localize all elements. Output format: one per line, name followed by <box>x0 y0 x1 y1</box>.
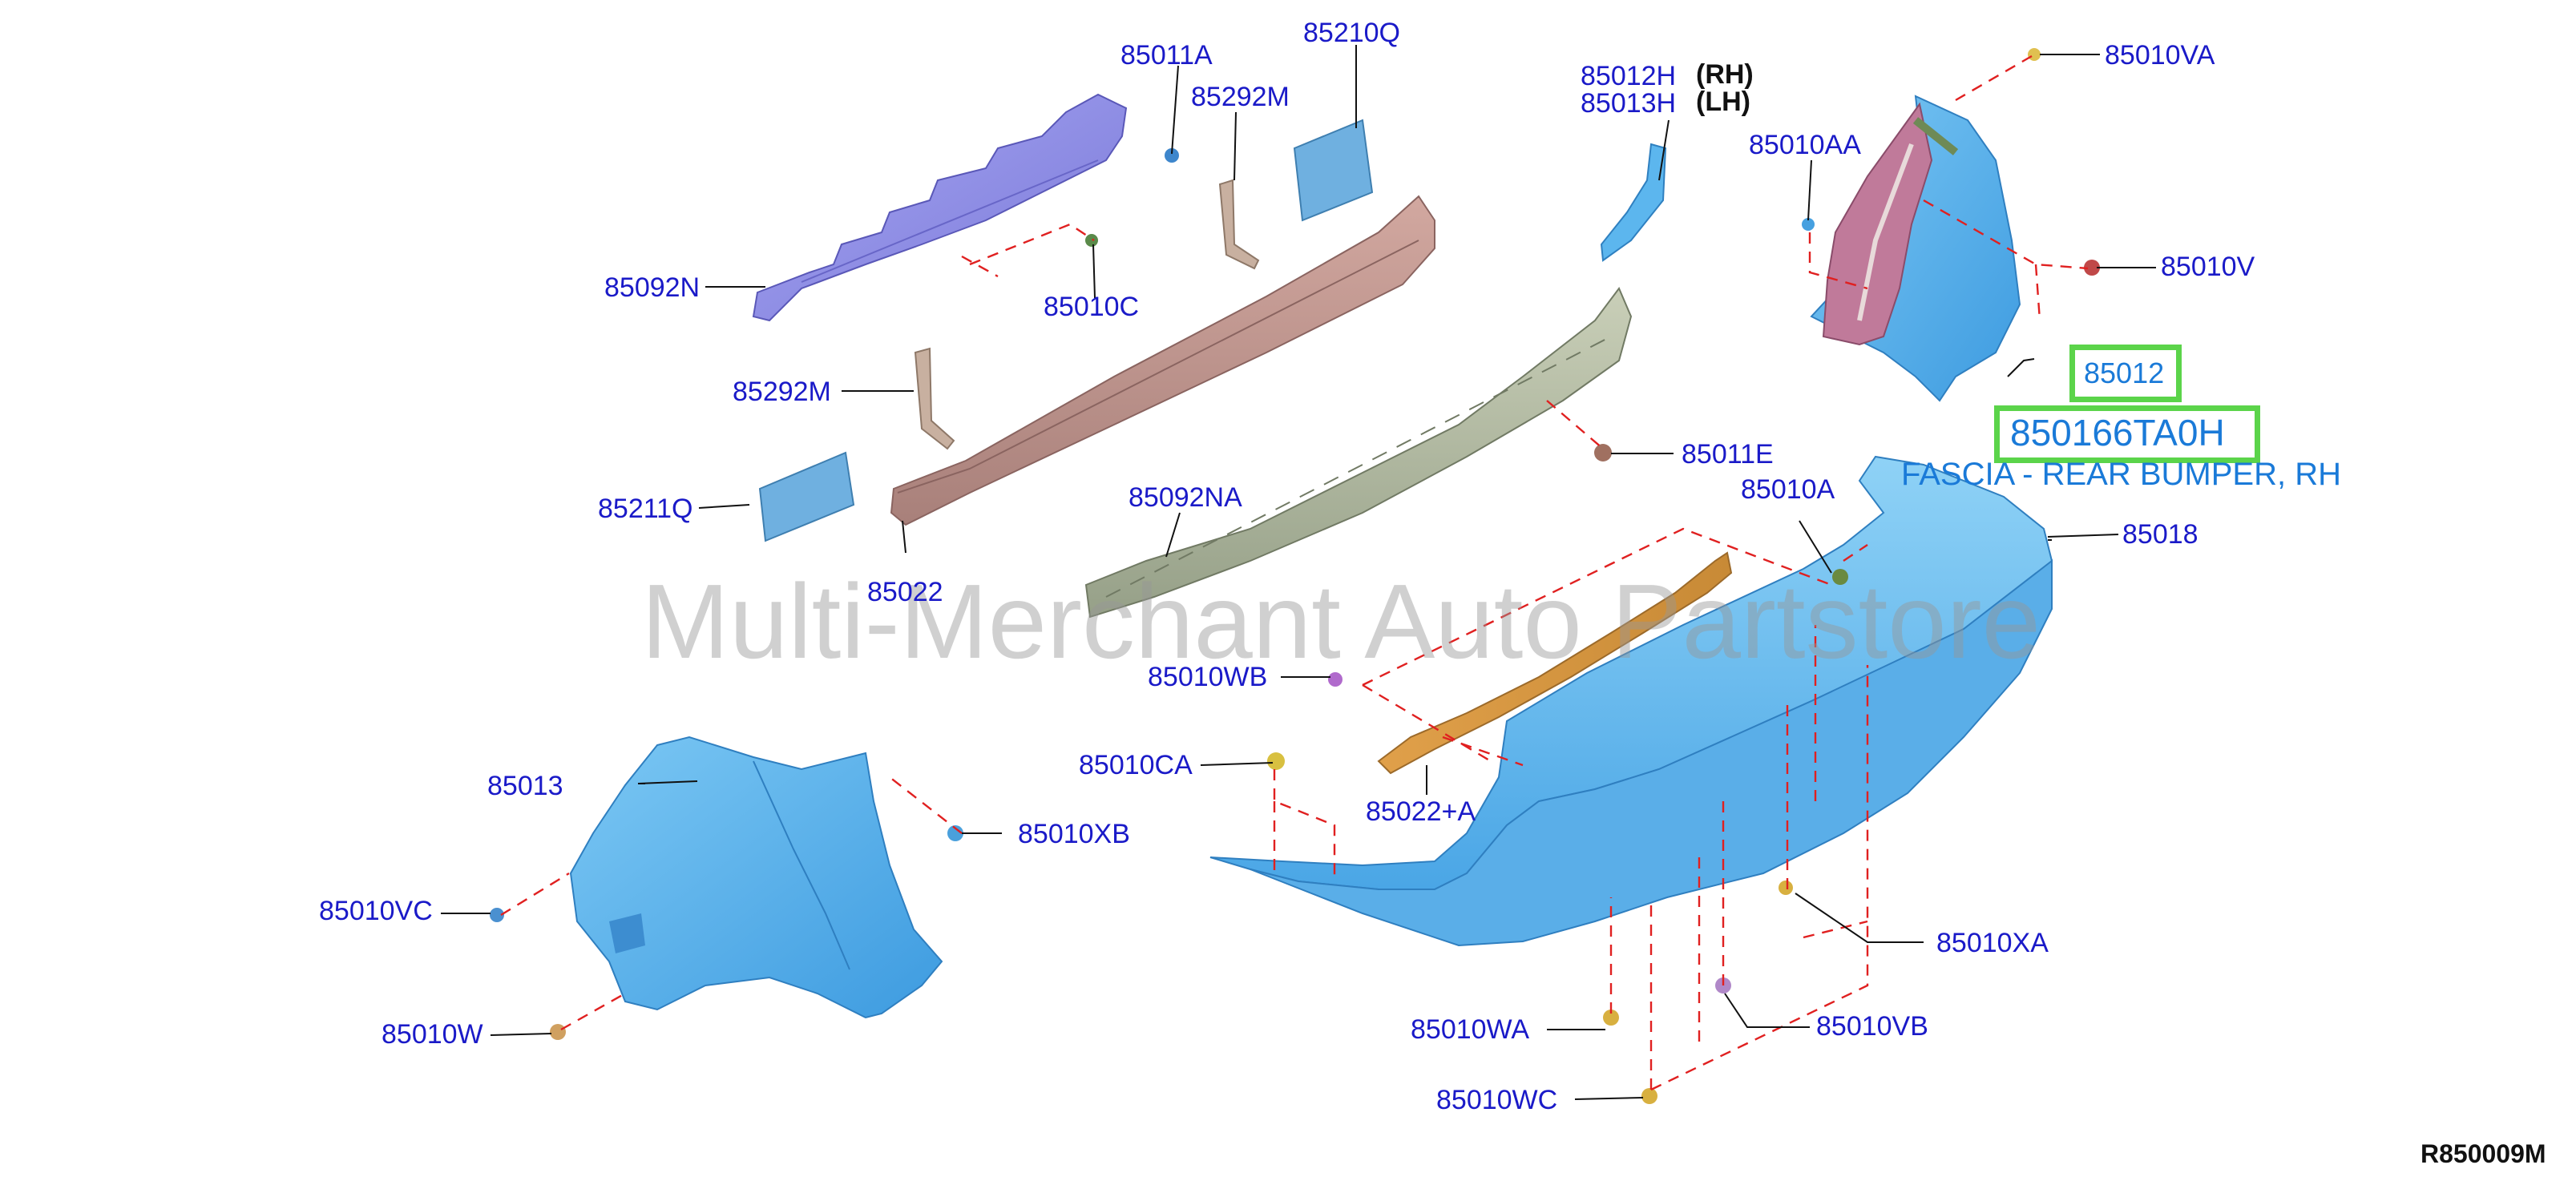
part-label-85092n[interactable]: 85092N <box>604 272 701 303</box>
leader-lines <box>441 45 2156 1100</box>
part-label-85013[interactable]: 85013 <box>487 771 563 801</box>
highlight-part-number[interactable]: 85012 <box>2084 357 2165 389</box>
part-label-85011a[interactable]: 85011A <box>1120 40 1213 71</box>
part-label-85013h[interactable]: 85013H <box>1581 88 1677 119</box>
part-label-85010c[interactable]: 85010C <box>1044 292 1140 322</box>
highlight-box-oem-number <box>1994 405 2260 463</box>
bracket-85292m-top-shape <box>1218 179 1260 270</box>
lh-side-label: (LH) <box>1696 87 1750 117</box>
part-label-85012h[interactable]: 85012H <box>1581 61 1677 91</box>
part-label-85092na[interactable]: 85092NA <box>1129 482 1242 513</box>
highlight-box-part-number <box>2069 345 2182 402</box>
part-label-85018[interactable]: 85018 <box>2122 519 2198 550</box>
part-label-85010wa[interactable]: 85010WA <box>1411 1014 1530 1045</box>
bracket-85292m-mid-shape <box>914 347 955 450</box>
energy-absorber-85092n-shape <box>752 93 1128 322</box>
part-label-85010xa[interactable]: 85010XA <box>1936 928 2049 958</box>
energy-absorber-85092na-shape <box>1084 287 1633 619</box>
part-label-85211q[interactable]: 85211Q <box>598 494 693 524</box>
diagram-reference-code: R850009M <box>2421 1139 2546 1168</box>
part-label-85292m-mid[interactable]: 85292M <box>733 377 831 407</box>
part-label-85010w[interactable]: 85010W <box>382 1019 483 1050</box>
part-label-85022[interactable]: 85022 <box>867 577 943 607</box>
fasteners <box>490 48 2100 1104</box>
highlight-oem-number[interactable]: 850166TA0H <box>2010 412 2225 453</box>
part-label-85010xb[interactable]: 85010XB <box>1018 819 1130 849</box>
highlight-description: FASCIA - REAR BUMPER, RH <box>1901 457 2341 492</box>
part-label-85010wb[interactable]: 85010WB <box>1148 662 1268 692</box>
part-label-85010wc[interactable]: 85010WC <box>1436 1085 1558 1115</box>
part-label-85010va[interactable]: 85010VA <box>2105 40 2215 71</box>
watermark-text: Multi-Merchant Auto Partstore <box>641 562 2041 680</box>
assembly-lines <box>500 54 2089 1091</box>
part-label-85022a[interactable]: 85022+A <box>1366 796 1476 827</box>
part-label-85010v[interactable]: 85010V <box>2161 252 2255 282</box>
absorber-85022a-shape <box>1377 551 1733 775</box>
part-label-85010vb[interactable]: 85010VB <box>1816 1011 1928 1042</box>
part-label-85210q[interactable]: 85210Q <box>1303 18 1400 48</box>
rh-side-label: (RH) <box>1696 59 1754 90</box>
part-label-85010a[interactable]: 85010A <box>1741 474 1835 505</box>
bracket-85211q-shape <box>758 451 855 542</box>
bracket-85210q-shape <box>1293 119 1374 222</box>
part-label-85011e[interactable]: 85011E <box>1682 439 1774 470</box>
part-label-85010vc[interactable]: 85010VC <box>319 896 433 926</box>
fascia-rear-85018-shape <box>1209 455 2053 947</box>
reflector-85012h-shape <box>1600 143 1667 262</box>
reinforcement-beam-85022-shape <box>890 195 1435 526</box>
fascia-side-lh-85013-shape <box>569 736 943 1019</box>
part-label-85292m-top[interactable]: 85292M <box>1191 82 1290 112</box>
part-label-85010aa[interactable]: 85010AA <box>1749 130 1861 160</box>
part-label-85010ca[interactable]: 85010CA <box>1079 750 1193 780</box>
